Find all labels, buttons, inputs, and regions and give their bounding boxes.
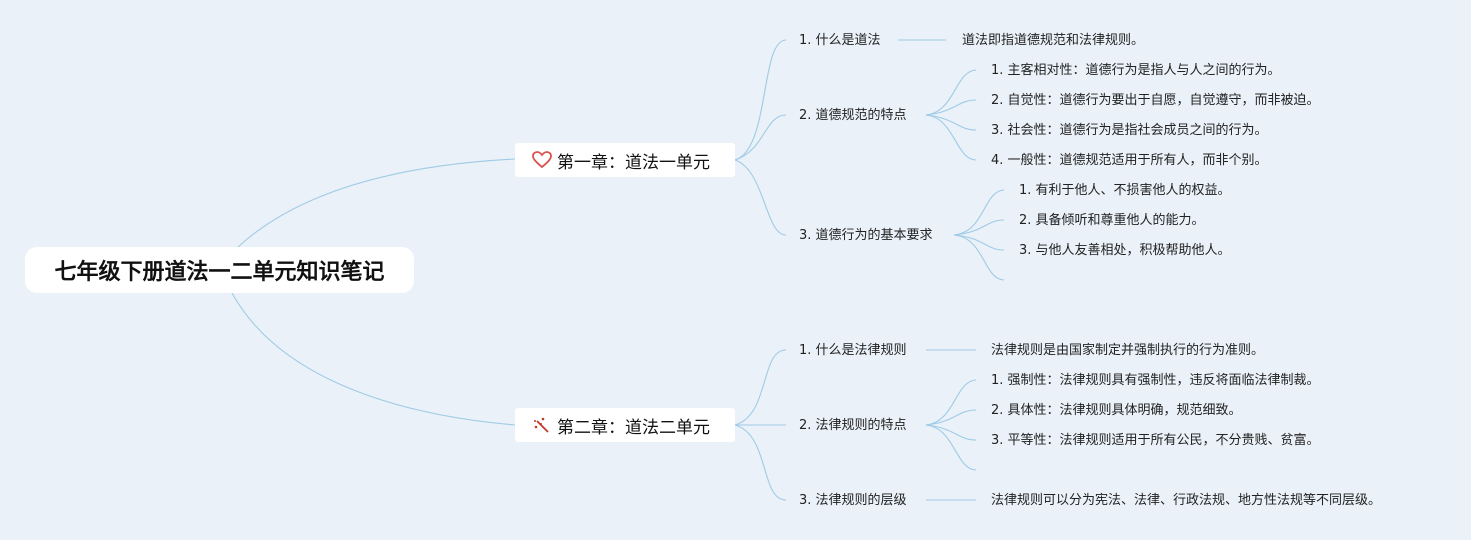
ch1-branch-2-item[interactable]: 1. 主客相对性：道德行为是指人与人之间的行为。 [991, 63, 1281, 78]
chapter-1-topic[interactable]: 第一章：道法一单元 [515, 143, 735, 177]
magic-wand-icon [531, 415, 553, 435]
chapter-2-title: 第二章：道法二单元 [557, 417, 710, 438]
ch1-branch-2-item[interactable]: 4. 一般性：道德规范适用于所有人，而非个别。 [991, 153, 1268, 168]
ch2-branch-2[interactable]: 2. 法律规则的特点 [799, 418, 907, 433]
chapter-2-topic[interactable]: 第二章：道法二单元 [515, 408, 735, 442]
ch2-branch-2-item[interactable]: 2. 具体性：法律规则具体明确，规范细致。 [991, 403, 1242, 418]
ch1-branch-1[interactable]: 1. 什么是道法 [799, 33, 881, 48]
ch1-branch-2-item[interactable]: 2. 自觉性：道德行为要出于自愿，自觉遵守，而非被迫。 [991, 93, 1320, 108]
ch1-branch-1-detail[interactable]: 道法即指道德规范和法律规则。 [962, 33, 1145, 48]
root-title: 七年级下册道法一二单元知识笔记 [54, 260, 385, 285]
ch2-branch-3[interactable]: 3. 法律规则的层级 [799, 493, 907, 508]
ch1-branch-3-item[interactable]: 1. 有利于他人、不损害他人的权益。 [1019, 183, 1231, 198]
ch2-branch-2-item[interactable]: 3. 平等性：法律规则适用于所有公民，不分贵贱、贫富。 [991, 433, 1320, 448]
ch1-branch-3[interactable]: 3. 道德行为的基本要求 [799, 228, 933, 243]
chapter-1-title: 第一章：道法一单元 [557, 152, 710, 173]
ch2-branch-3-detail[interactable]: 法律规则可以分为宪法、法律、行政法规、地方性法规等不同层级。 [991, 493, 1382, 508]
ch1-branch-2[interactable]: 2. 道德规范的特点 [799, 108, 907, 123]
ch2-branch-1[interactable]: 1. 什么是法律规则 [799, 343, 907, 358]
ch2-branch-1-detail[interactable]: 法律规则是由国家制定并强制执行的行为准则。 [991, 343, 1265, 358]
heart-icon [531, 150, 553, 170]
ch2-branch-2-item[interactable]: 1. 强制性：法律规则具有强制性，违反将面临法律制裁。 [991, 373, 1320, 388]
ch1-branch-3-item[interactable]: 2. 具备倾听和尊重他人的能力。 [1019, 213, 1205, 228]
ch1-branch-3-item[interactable]: 3. 与他人友善相处，积极帮助他人。 [1019, 243, 1231, 258]
ch1-branch-2-item[interactable]: 3. 社会性：道德行为是指社会成员之间的行为。 [991, 123, 1268, 138]
root-topic[interactable]: 七年级下册道法一二单元知识笔记 [25, 247, 414, 293]
